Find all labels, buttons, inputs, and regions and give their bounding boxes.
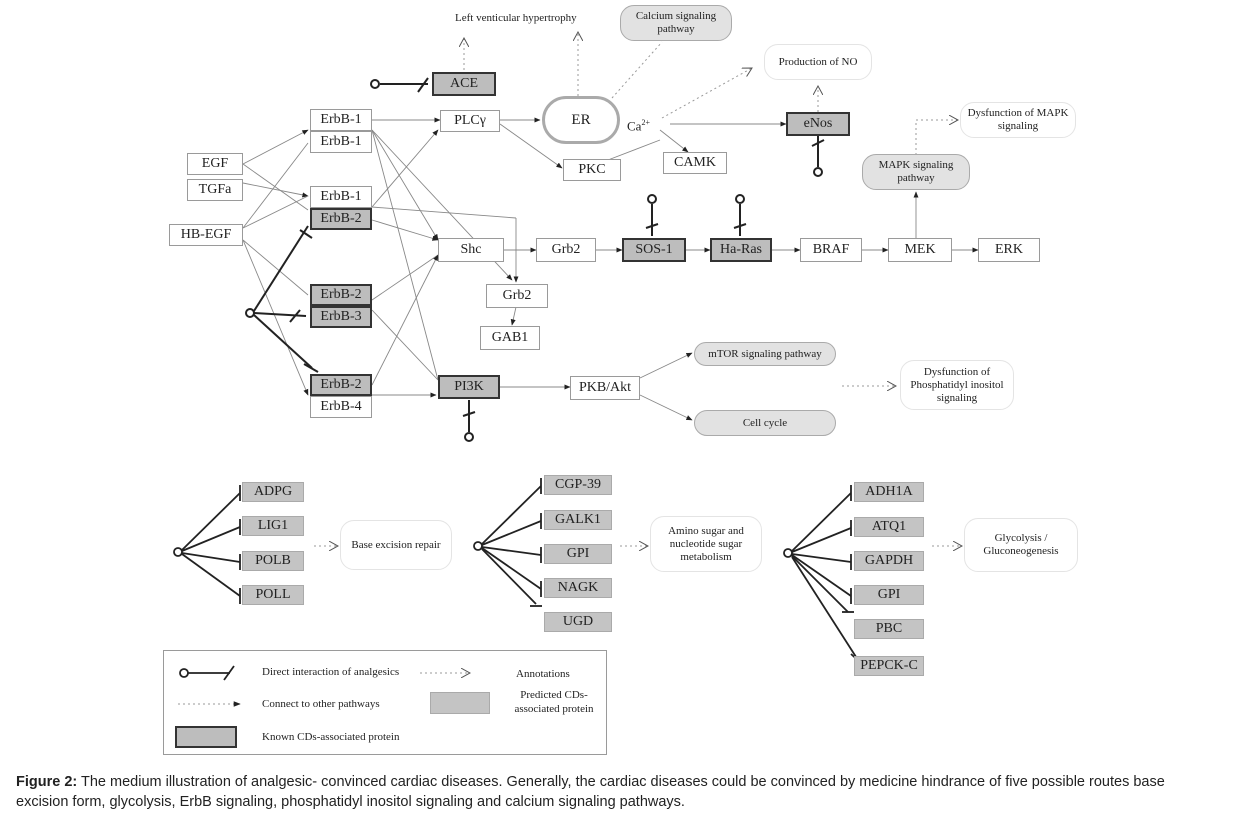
- node-erbb2-a: ErbB-2: [310, 208, 372, 230]
- pathway-diagram: Left venticular hypertrophy Calcium sign…: [163, 0, 1078, 755]
- node-sos1: SOS-1: [622, 238, 686, 262]
- node-er: ER: [542, 96, 620, 144]
- caption-label: Figure 2:: [16, 774, 78, 790]
- node-camk: CAMK: [663, 152, 727, 174]
- node-egf: EGF: [187, 153, 243, 175]
- node-pkc: PKC: [563, 159, 621, 181]
- protein-ber-1: LIG1: [242, 516, 304, 536]
- annotation-base-excision-repair: Base excision repair: [340, 520, 452, 570]
- node-erbb2-b: ErbB-2: [310, 284, 372, 306]
- legend-connect-label: Connect to other pathways: [262, 698, 380, 710]
- node-erbb4: ErbB-4: [310, 396, 372, 418]
- legend-annotations-label: Annotations: [516, 668, 570, 680]
- legend-direct-label: Direct interaction of analgesics: [262, 666, 400, 678]
- node-pkb-akt: PKB/Akt: [570, 376, 640, 400]
- pathway-calcium: Calcium signaling pathway: [620, 5, 732, 41]
- protein-glyco-3: GPI: [854, 585, 924, 605]
- node-tgfa: TGFa: [187, 179, 243, 201]
- ca-superscript: 2+: [641, 118, 650, 127]
- protein-ber-3: POLL: [242, 585, 304, 605]
- node-pi3k: PI3K: [438, 375, 500, 399]
- legend-known-label: Known CDs-associated protein: [262, 731, 400, 743]
- pathway-cell-cycle: Cell cycle: [694, 410, 836, 436]
- legend-known-swatch: [175, 726, 237, 748]
- annotation-no: Production of NO: [764, 44, 872, 80]
- protein-glyco-2: GAPDH: [854, 551, 924, 571]
- protein-glyco-0: ADH1A: [854, 482, 924, 502]
- protein-amino-2: GPI: [544, 544, 612, 564]
- protein-amino-0: CGP-39: [544, 475, 612, 495]
- node-erbb1-a: ErbB-1: [310, 109, 372, 131]
- pathway-mtor: mTOR signaling pathway: [694, 342, 836, 366]
- legend-predicted-label: Predicted CDs-associated protein: [514, 689, 594, 715]
- node-enos: eNos: [786, 112, 850, 136]
- annotation-glycolysis: Glycolysis / Gluconeogenesis: [964, 518, 1078, 572]
- node-erbb2-c: ErbB-2: [310, 374, 372, 396]
- node-ca: Ca2+: [627, 118, 650, 134]
- protein-amino-3: NAGK: [544, 578, 612, 598]
- protein-amino-4: UGD: [544, 612, 612, 632]
- caption-text: The medium illustration of analgesic- co…: [16, 774, 1165, 810]
- node-gab1: GAB1: [480, 326, 540, 350]
- node-haras: Ha-Ras: [710, 238, 772, 262]
- annotation-pi-dysfunction: Dysfunction of Phosphatidyl inositol sig…: [900, 360, 1014, 410]
- node-shc: Shc: [438, 238, 504, 262]
- pathway-mapk: MAPK signaling pathway: [862, 154, 970, 190]
- protein-ber-2: POLB: [242, 551, 304, 571]
- connector-layer: [173, 0, 979, 707]
- node-plcy: PLCγ: [440, 110, 500, 132]
- node-ace: ACE: [432, 72, 496, 96]
- node-mek: MEK: [888, 238, 952, 262]
- node-erbb1-b: ErbB-1: [310, 131, 372, 153]
- figure-caption: Figure 2: The medium illustration of ana…: [16, 772, 1221, 812]
- protein-glyco-4: PBC: [854, 619, 924, 639]
- protein-ber-0: ADPG: [242, 482, 304, 502]
- annotation-amino-sugar: Amino sugar and nucleotide sugar metabol…: [650, 516, 762, 572]
- legend-predicted-swatch: [430, 692, 490, 714]
- node-hbegf: HB-EGF: [169, 224, 243, 246]
- node-grb2-a: Grb2: [536, 238, 596, 262]
- annotation-lvh: Left venticular hypertrophy: [455, 12, 577, 24]
- legend: [163, 650, 607, 755]
- annotation-mapk-dysfunction: Dysfunction of MAPK signaling: [960, 102, 1076, 138]
- node-grb2-b: Grb2: [486, 284, 548, 308]
- protein-amino-1: GALK1: [544, 510, 612, 530]
- node-braf: BRAF: [800, 238, 862, 262]
- protein-glyco-5: PEPCK-C: [854, 656, 924, 676]
- node-erbb3: ErbB-3: [310, 306, 372, 328]
- node-erk: ERK: [978, 238, 1040, 262]
- node-erbb1-c: ErbB-1: [310, 186, 372, 208]
- protein-glyco-1: ATQ1: [854, 517, 924, 537]
